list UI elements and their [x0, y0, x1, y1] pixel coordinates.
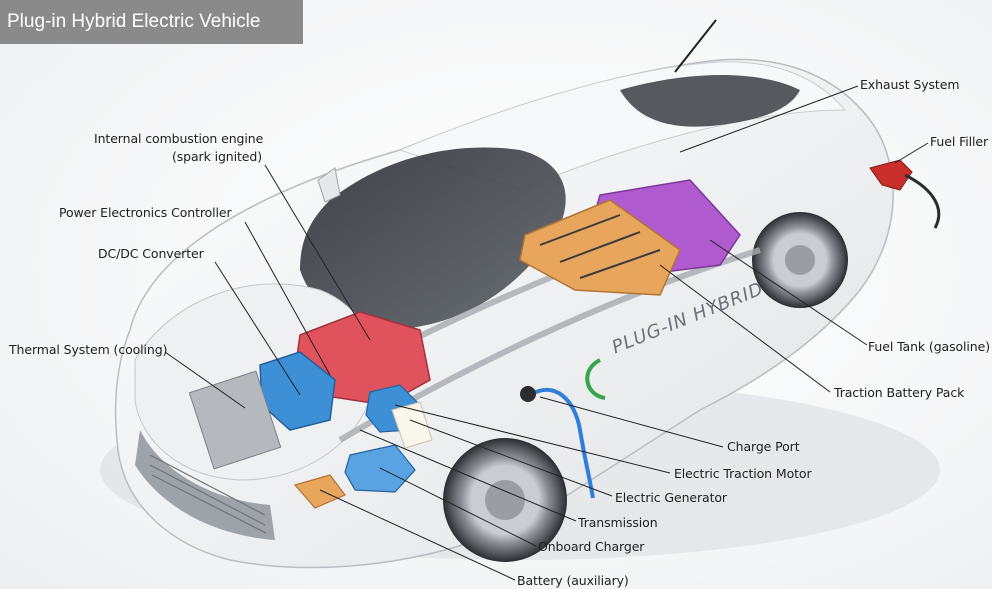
aux-battery — [293, 474, 346, 509]
traction-battery-pack — [519, 199, 681, 296]
label-thermal: Thermal System (cooling) — [9, 342, 168, 357]
rear-hub — [785, 245, 815, 275]
leader-lines — [164, 85, 929, 581]
label-battery-aux: Battery (auxiliary) — [517, 573, 629, 588]
label-dcdc: DC/DC Converter — [98, 246, 204, 261]
label-onboard-charger: Onboard Charger — [538, 539, 645, 554]
fuel-nozzle — [869, 159, 913, 191]
label-power-electronics: Power Electronics Controller — [59, 205, 232, 220]
radiator — [188, 370, 282, 470]
coolant-reservoir — [391, 401, 433, 449]
fuel-hose — [904, 173, 941, 229]
label-traction-motor: Electric Traction Motor — [674, 466, 812, 481]
page-title: Plug-in Hybrid Electric Vehicle — [0, 0, 303, 44]
label-generator: Electric Generator — [615, 490, 727, 505]
windshield — [300, 147, 566, 330]
grille-slats — [149, 454, 267, 534]
label-ice-line1: Internal combustion engine — [94, 131, 264, 146]
label-ice-line2: (spark ignited) — [171, 149, 262, 164]
charge-cable — [528, 388, 595, 499]
label-transmission: Transmission — [578, 515, 658, 530]
label-traction-battery: Traction Battery Pack — [834, 385, 965, 400]
side-mirror — [317, 167, 341, 203]
front-hub — [485, 480, 525, 520]
label-fuel-filler: Fuel Filler — [930, 134, 988, 149]
label-fuel-tank: Fuel Tank (gasoline) — [868, 339, 990, 354]
charge-port-plug — [520, 386, 536, 402]
decal-swoosh — [585, 358, 606, 400]
label-charge-port: Charge Port — [727, 439, 800, 454]
antenna — [674, 19, 717, 73]
label-exhaust-system: Exhaust System — [860, 77, 960, 92]
rear-window — [620, 75, 800, 127]
